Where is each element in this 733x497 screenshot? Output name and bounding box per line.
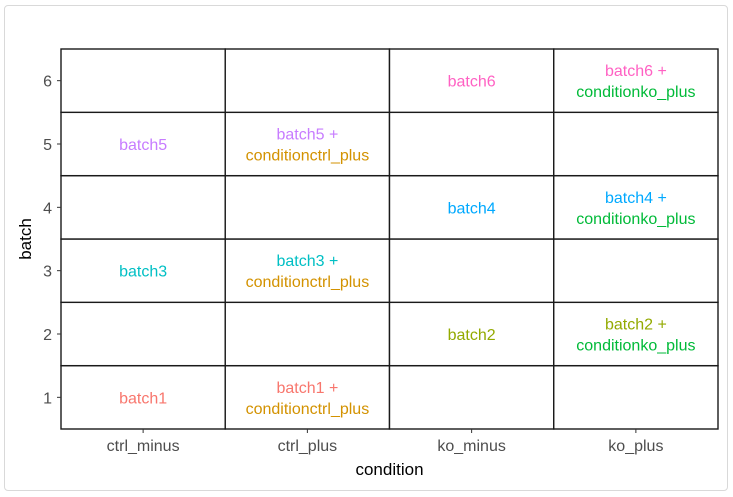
data-label: conditionctrl_plus: [246, 401, 370, 418]
tile-ko_minus-4: [388, 174, 555, 240]
y-tick-label: 3: [43, 264, 52, 281]
data-label: batch3 +: [276, 253, 338, 270]
tile-ko_plus-5: [553, 111, 719, 177]
data-label: batch1 +: [276, 380, 338, 397]
data-label: conditionko_plus: [576, 211, 695, 228]
tile-ctrl_plus-5: [224, 111, 391, 177]
tile-ko_minus-5: [388, 111, 555, 177]
data-label: conditionctrl_plus: [246, 148, 370, 165]
tile-ctrl_minus-3: [60, 238, 226, 304]
x-tick-label: ctrl_minus: [107, 438, 180, 455]
tile-ko_minus-2: [388, 301, 555, 367]
tile-ctrl_minus-6: [60, 48, 226, 114]
data-label: batch4: [448, 200, 496, 217]
data-label: batch3: [119, 264, 167, 281]
x-tick-label: ko_minus: [437, 438, 505, 455]
tile-ctrl_plus-6: [224, 48, 391, 114]
tile-ctrl_plus-1: [224, 364, 391, 430]
data-label: batch1: [119, 390, 167, 407]
data-label: batch2: [448, 327, 496, 344]
data-label: batch4 +: [605, 190, 667, 207]
data-label: batch6: [448, 74, 496, 91]
y-axis-title: batch: [16, 218, 35, 260]
data-label: batch5 +: [276, 127, 338, 144]
tile-ko_plus-3: [553, 238, 719, 304]
tile-ctrl_plus-4: [224, 174, 391, 240]
data-label: batch6 +: [605, 63, 667, 80]
y-tick-label: 2: [43, 327, 52, 344]
y-tick-label: 4: [43, 200, 52, 217]
y-tick-label: 5: [43, 137, 52, 154]
tile-ko_plus-4: [553, 174, 719, 240]
x-tick-label: ctrl_plus: [278, 438, 338, 455]
tile-ctrl_minus-4: [60, 174, 226, 240]
tile-ko_plus-2: [553, 301, 719, 367]
tile-ko_minus-6: [388, 48, 555, 114]
x-tick-label: ko_plus: [608, 438, 663, 455]
data-label: batch5: [119, 137, 167, 154]
tile-ko_minus-1: [388, 364, 555, 430]
data-label: conditionko_plus: [576, 84, 695, 101]
y-tick-label: 1: [43, 390, 52, 407]
tile-ctrl_plus-3: [224, 238, 391, 304]
x-axis-title: condition: [355, 460, 423, 479]
tile-ko_plus-1: [553, 364, 719, 430]
tile-ctrl_minus-5: [60, 111, 226, 177]
data-label: conditionko_plus: [576, 338, 695, 355]
y-tick-label: 6: [43, 74, 52, 91]
tile-ko_minus-3: [388, 238, 555, 304]
data-label: conditionctrl_plus: [246, 274, 370, 291]
tile-ctrl_plus-2: [224, 301, 391, 367]
tile-ctrl_minus-2: [60, 301, 226, 367]
data-label: batch2 +: [605, 317, 667, 334]
tile-ko_plus-6: [553, 48, 719, 114]
